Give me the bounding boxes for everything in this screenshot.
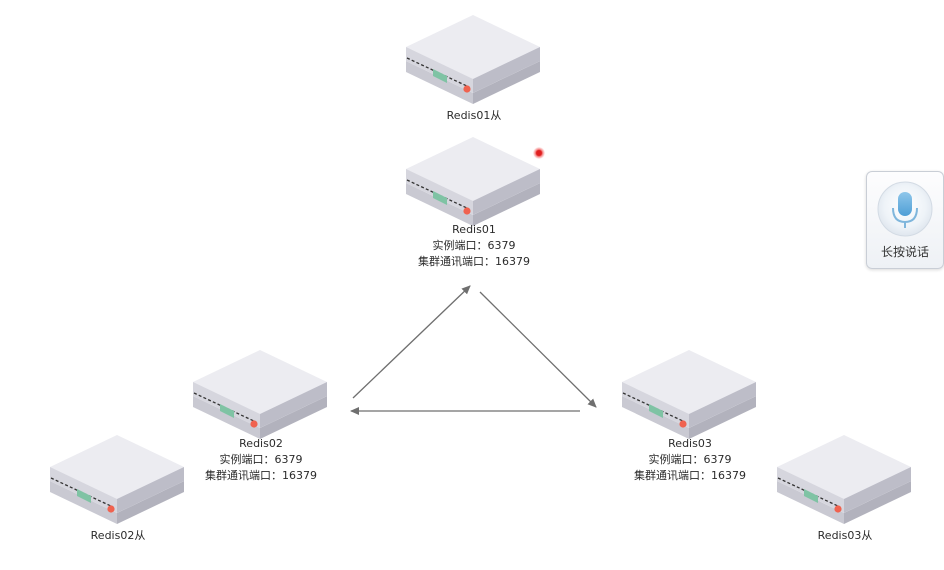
voice-input-button[interactable]: 长按说话	[866, 171, 944, 269]
server-icon	[622, 350, 756, 439]
server-icon	[406, 137, 540, 226]
edge-redis02-to-redis01	[352, 285, 471, 399]
instance-port: 实例端口：6379	[648, 453, 732, 466]
node-label-redis02: Redis02 实例端口：6379 集群通讯端口：16379	[205, 436, 317, 484]
node-label-redis03: Redis03 实例端口：6379 集群通讯端口：16379	[634, 436, 746, 484]
node-label-redis02-slave: Redis02从	[91, 528, 146, 544]
microphone-icon	[877, 181, 933, 237]
node-name: Redis01从	[446, 109, 502, 122]
node-name: Redis01	[452, 223, 496, 236]
node-name: Redis03	[668, 437, 712, 450]
node-label-redis01: Redis01 实例端口：6379 集群通讯端口：16379	[418, 222, 530, 270]
instance-port: 实例端口：6379	[432, 239, 516, 252]
instance-port: 实例端口：6379	[219, 453, 303, 466]
node-name: Redis03从	[817, 529, 873, 542]
server-icon	[777, 435, 911, 524]
server-icon	[50, 435, 184, 524]
cluster-port: 集群通讯端口：16379	[418, 255, 530, 268]
server-icon	[406, 15, 540, 104]
node-name: Redis02	[239, 437, 283, 450]
cluster-port: 集群通讯端口：16379	[634, 469, 746, 482]
server-icon	[193, 350, 327, 439]
laser-pointer-icon	[533, 147, 545, 159]
voice-button-label: 长按说话	[880, 245, 929, 259]
node-name: Redis02从	[90, 529, 146, 542]
cluster-port: 集群通讯端口：16379	[205, 469, 317, 482]
node-label-redis01-slave: Redis01从	[447, 108, 502, 124]
node-label-redis03-slave: Redis03从	[818, 528, 873, 544]
edge-redis01-to-redis03	[479, 291, 597, 408]
